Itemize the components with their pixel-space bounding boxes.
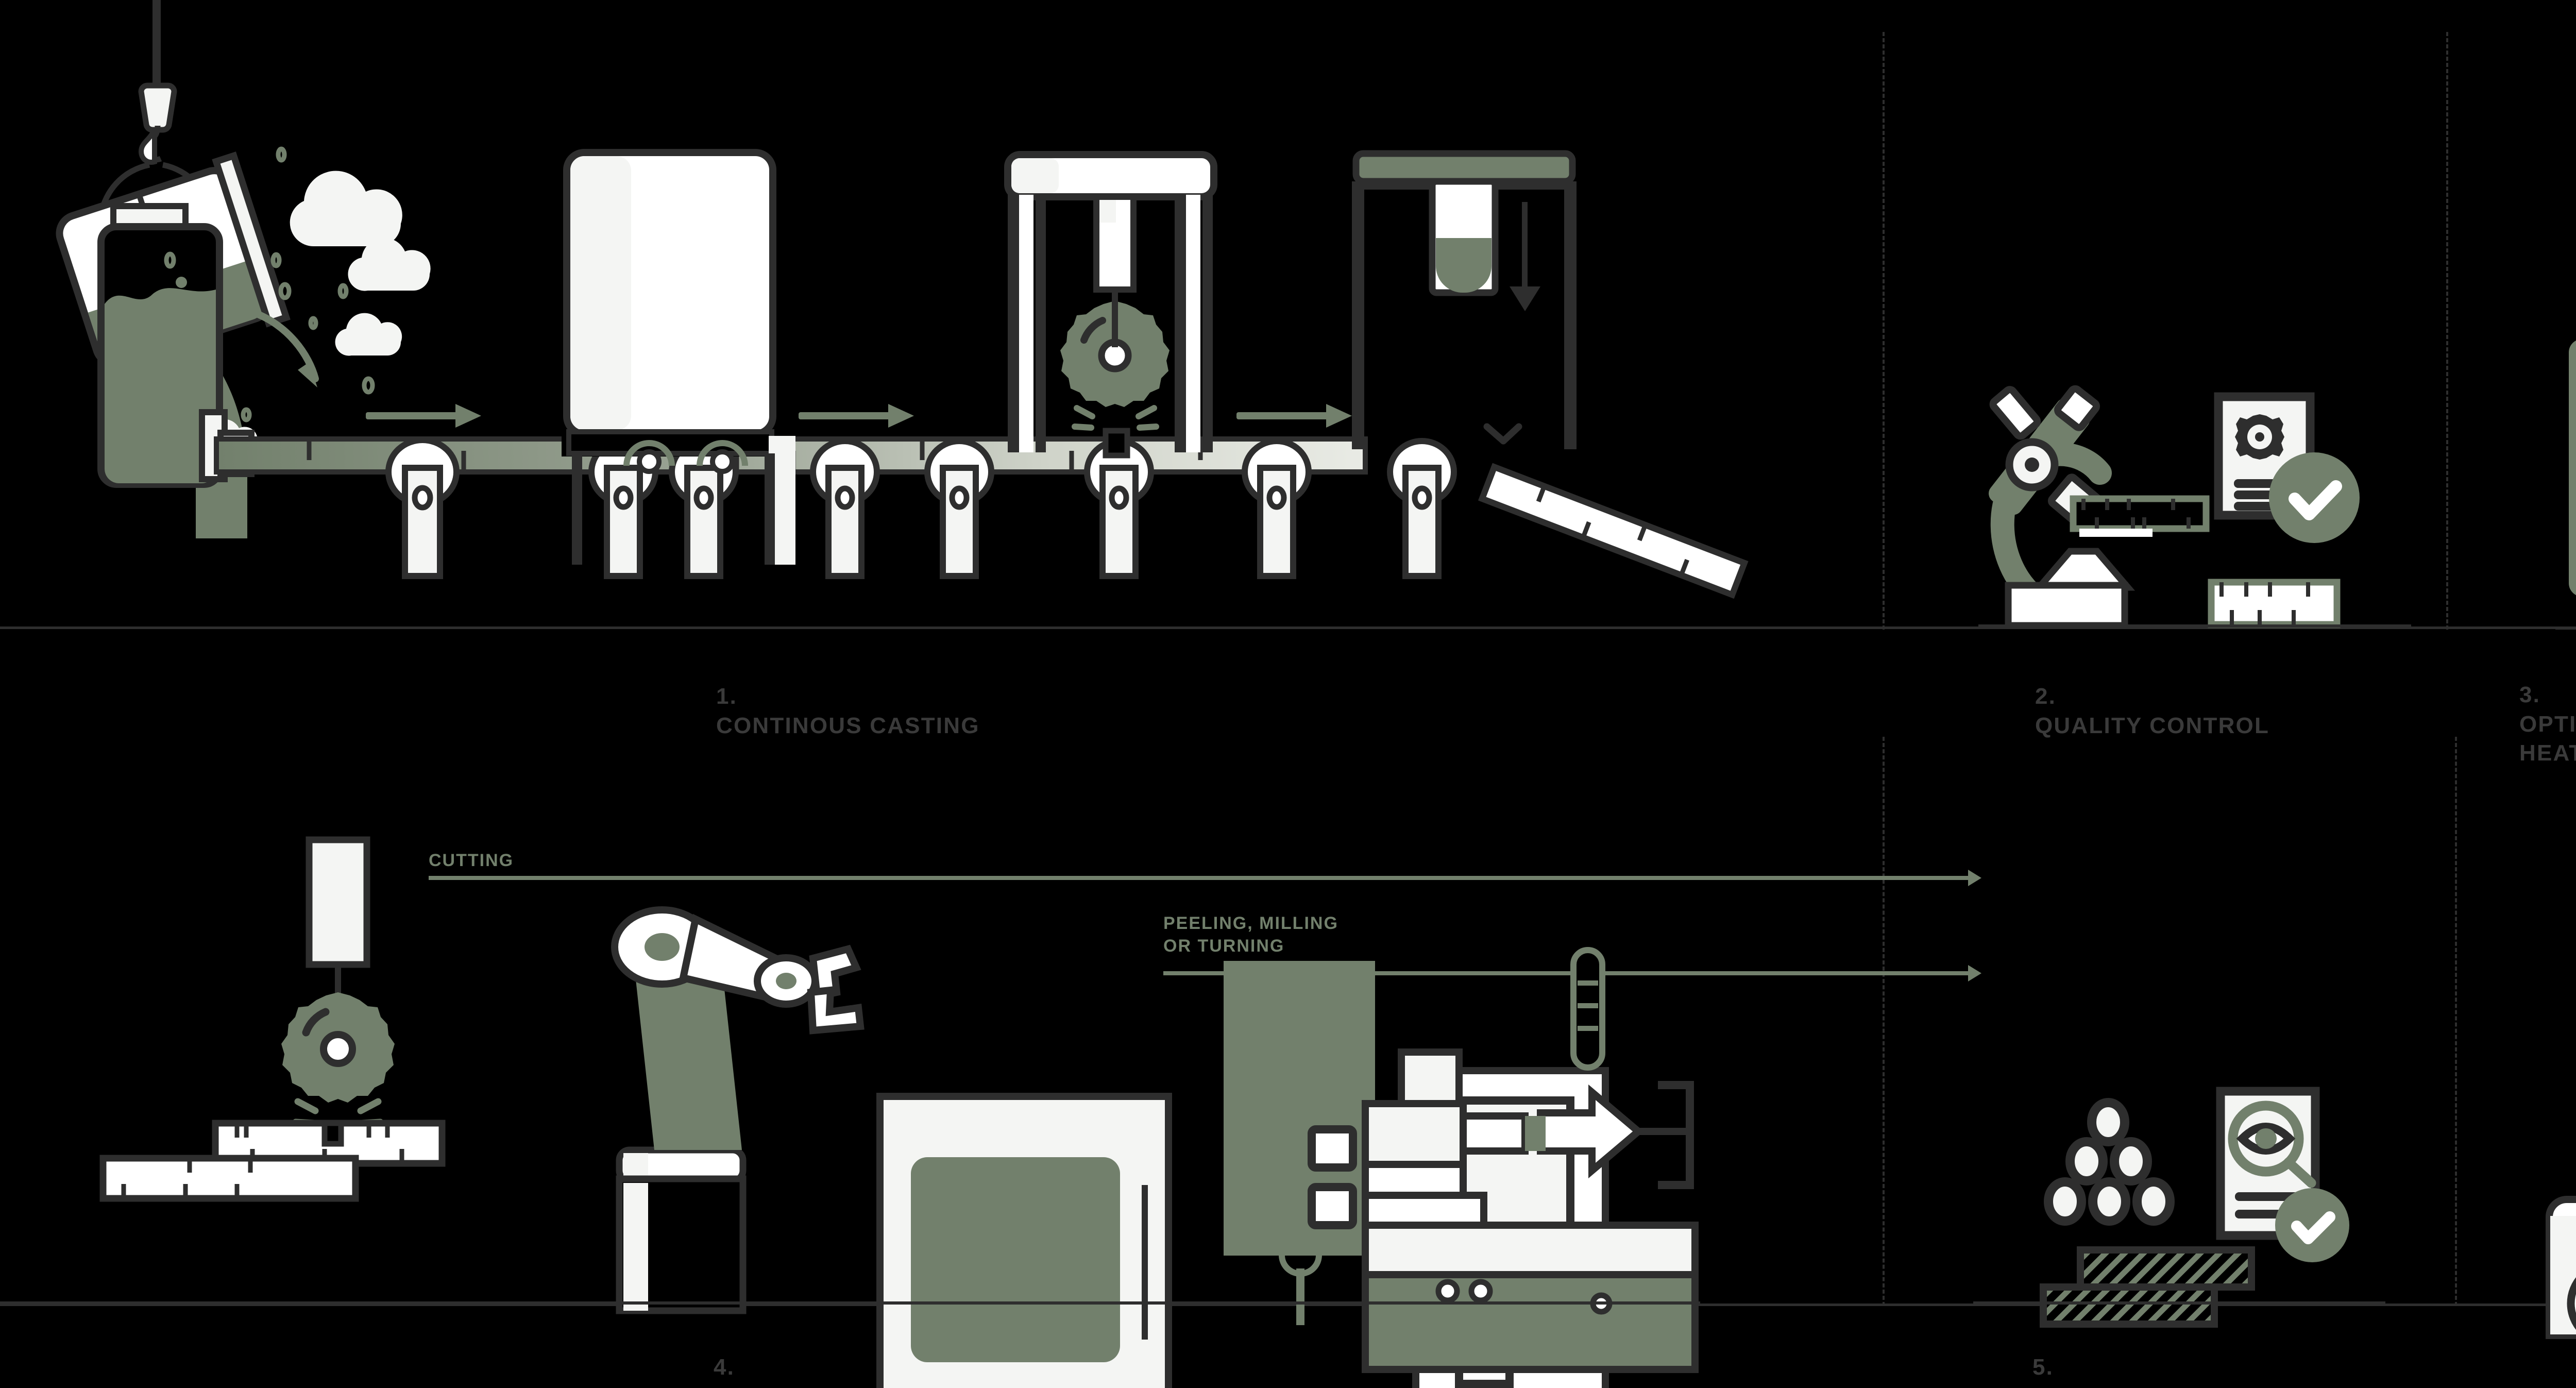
quality-control-svg (1978, 385, 2411, 629)
row-1-baseline (0, 627, 2576, 629)
divider-row2-col2-col3 (2455, 737, 2457, 1306)
step-3-label: OPTIONAL STRESS RELIEVING HEAT TREATMENT (2519, 711, 2576, 766)
flow-peeling-line (1163, 971, 1969, 975)
step-5-number: 5. (2032, 1355, 2069, 1380)
heat-treatment-svg (2555, 340, 2576, 630)
continuous-casting-svg (56, 0, 1749, 599)
step-2-illustration (1978, 381, 2411, 629)
step-3-number: 3. (2519, 682, 2555, 708)
step-1-illustration (0, 0, 1752, 627)
step-5-illustration (1973, 1067, 2385, 1328)
pre-machining-svg (0, 836, 1700, 1388)
step-2-number: 2. (2035, 684, 2071, 709)
divider-row1-col1-col2 (1883, 32, 1885, 630)
step-6-illustration (2514, 994, 2576, 1339)
flow-cutting-line (429, 876, 1969, 880)
step-1-label: CONTINOUS CASTING (716, 713, 980, 738)
flow-peeling-label: PEELING, MILLING OR TURNING (1163, 913, 1338, 956)
divider-row1-col2-col3 (2446, 32, 2448, 630)
step-1-number: 1. (716, 684, 752, 709)
step-3-illustration (2555, 325, 2576, 630)
dimension-visual-control-svg (1973, 1087, 2385, 1328)
step-4-illustration (0, 824, 1700, 1388)
step-3-caption: 3. OPTIONAL STRESS RELIEVING HEAT TREATM… (2519, 652, 2576, 768)
step-5-label: DIMENSION AND VISUAL CONTROL (2032, 1384, 2249, 1388)
step-2-caption: 2. QUALITY CONTROL (2035, 653, 2269, 740)
flow-cutting-arrowhead (1968, 870, 1981, 886)
step-4-caption: 4. OPTIONAL PRE-MACHINING SERVICES CUSTO… (714, 1324, 1196, 1388)
divider-row2-col1-col2 (1883, 737, 1885, 1306)
step-4-label: OPTIONAL PRE-MACHINING SERVICES CUSTOMIZ… (714, 1384, 1196, 1388)
step-5-caption: 5. DIMENSION AND VISUAL CONTROL (2032, 1324, 2249, 1388)
step-1-caption: 1. CONTINOUS CASTING (716, 653, 980, 740)
row-2-baseline (0, 1304, 2576, 1306)
step-2-label: QUALITY CONTROL (2035, 713, 2270, 738)
flow-cutting-label: CUTTING (429, 851, 514, 870)
step-4-number: 4. (714, 1355, 750, 1380)
shipment-svg (2546, 1196, 2576, 1339)
flow-peeling-arrowhead (1968, 965, 1981, 981)
